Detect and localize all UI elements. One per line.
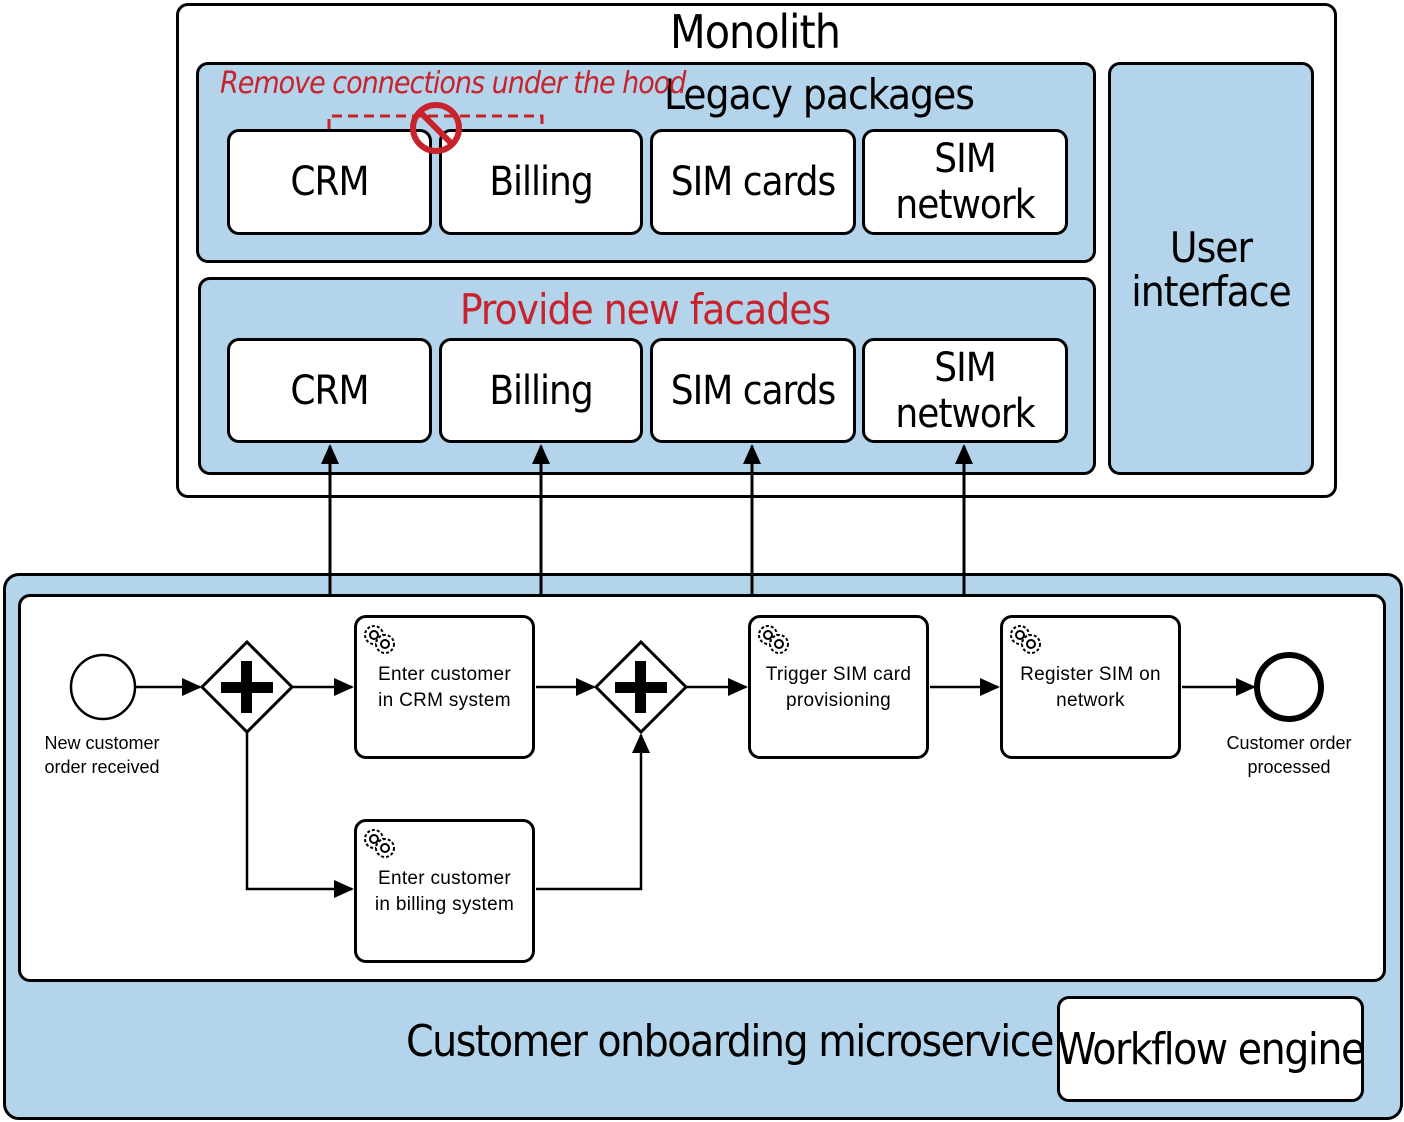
- end-event: [1254, 652, 1324, 722]
- removed-connection: [327, 114, 544, 129]
- task-trigger-sim-provisioning: Trigger SIM card provisioning: [748, 615, 929, 759]
- workflow-engine-box: Workflow engine: [1057, 996, 1365, 1102]
- end-event-label: Customer order processed: [1208, 731, 1370, 779]
- start-event-label-line1: New customer: [44, 733, 160, 753]
- no-entry-icon: [410, 102, 462, 154]
- task-label-line2: network: [1056, 690, 1125, 711]
- start-event-label-line2: order received: [44, 757, 160, 777]
- parallel-gateway-join: [593, 639, 689, 735]
- task-label: Register SIM on network: [1003, 662, 1178, 714]
- task-label-line1: Trigger SIM card: [765, 664, 912, 685]
- task-register-sim-network: Register SIM on network: [1000, 615, 1181, 759]
- facades-title: Provide new facades: [459, 284, 831, 334]
- start-event: [69, 653, 137, 721]
- gear-icon: [758, 625, 789, 654]
- task-label-line2: in CRM system: [378, 690, 511, 711]
- sequence-flows: [136, 678, 1256, 898]
- task-label-line2: provisioning: [786, 690, 891, 711]
- end-event-label-line2: processed: [1247, 757, 1331, 777]
- gear-icon: [364, 829, 395, 858]
- facade-sim-cards: SIM cards: [650, 338, 856, 443]
- start-event-label: New customer order received: [22, 731, 182, 779]
- task-label: Trigger SIM card provisioning: [751, 662, 926, 714]
- remove-connections-annotation: Remove connections under the hood: [220, 66, 686, 101]
- gear-icon: [364, 625, 395, 654]
- task-label-line1: Enter customer: [377, 868, 512, 889]
- facade-sim-network: SIM network: [862, 338, 1068, 443]
- task-enter-customer-crm: Enter customer in CRM system: [354, 615, 535, 759]
- legacy-package-sim-cards: SIM cards: [650, 129, 856, 235]
- legacy-package-billing: Billing: [439, 129, 643, 235]
- legacy-package-sim-network: SIM network: [862, 129, 1068, 235]
- user-interface-label-line1: User: [1169, 223, 1253, 272]
- task-label: Enter customer in billing system: [357, 866, 532, 918]
- facade-billing: Billing: [439, 338, 643, 443]
- microservice-title: Customer onboarding microservice: [406, 1016, 1054, 1067]
- gear-icon: [1010, 625, 1041, 654]
- task-label-line1: Enter customer: [377, 664, 512, 685]
- legacy-package-crm: CRM: [227, 129, 432, 235]
- task-label: Enter customer in CRM system: [357, 662, 532, 714]
- legacy-packages-title: Legacy packages: [664, 70, 975, 119]
- parallel-gateway-split: [199, 639, 295, 735]
- user-interface-label: User interface: [1108, 226, 1314, 314]
- monolith-title: Monolith: [669, 5, 841, 59]
- task-enter-customer-billing: Enter customer in billing system: [354, 819, 535, 963]
- facade-call-arrows: [321, 444, 973, 594]
- end-event-label-line1: Customer order: [1226, 733, 1352, 753]
- task-label-line1: Register SIM on: [1020, 664, 1161, 685]
- user-interface-label-line2: interface: [1131, 267, 1292, 316]
- facade-crm: CRM: [227, 338, 432, 443]
- task-label-line2: in billing system: [374, 894, 515, 915]
- user-interface-panel: [1108, 62, 1314, 475]
